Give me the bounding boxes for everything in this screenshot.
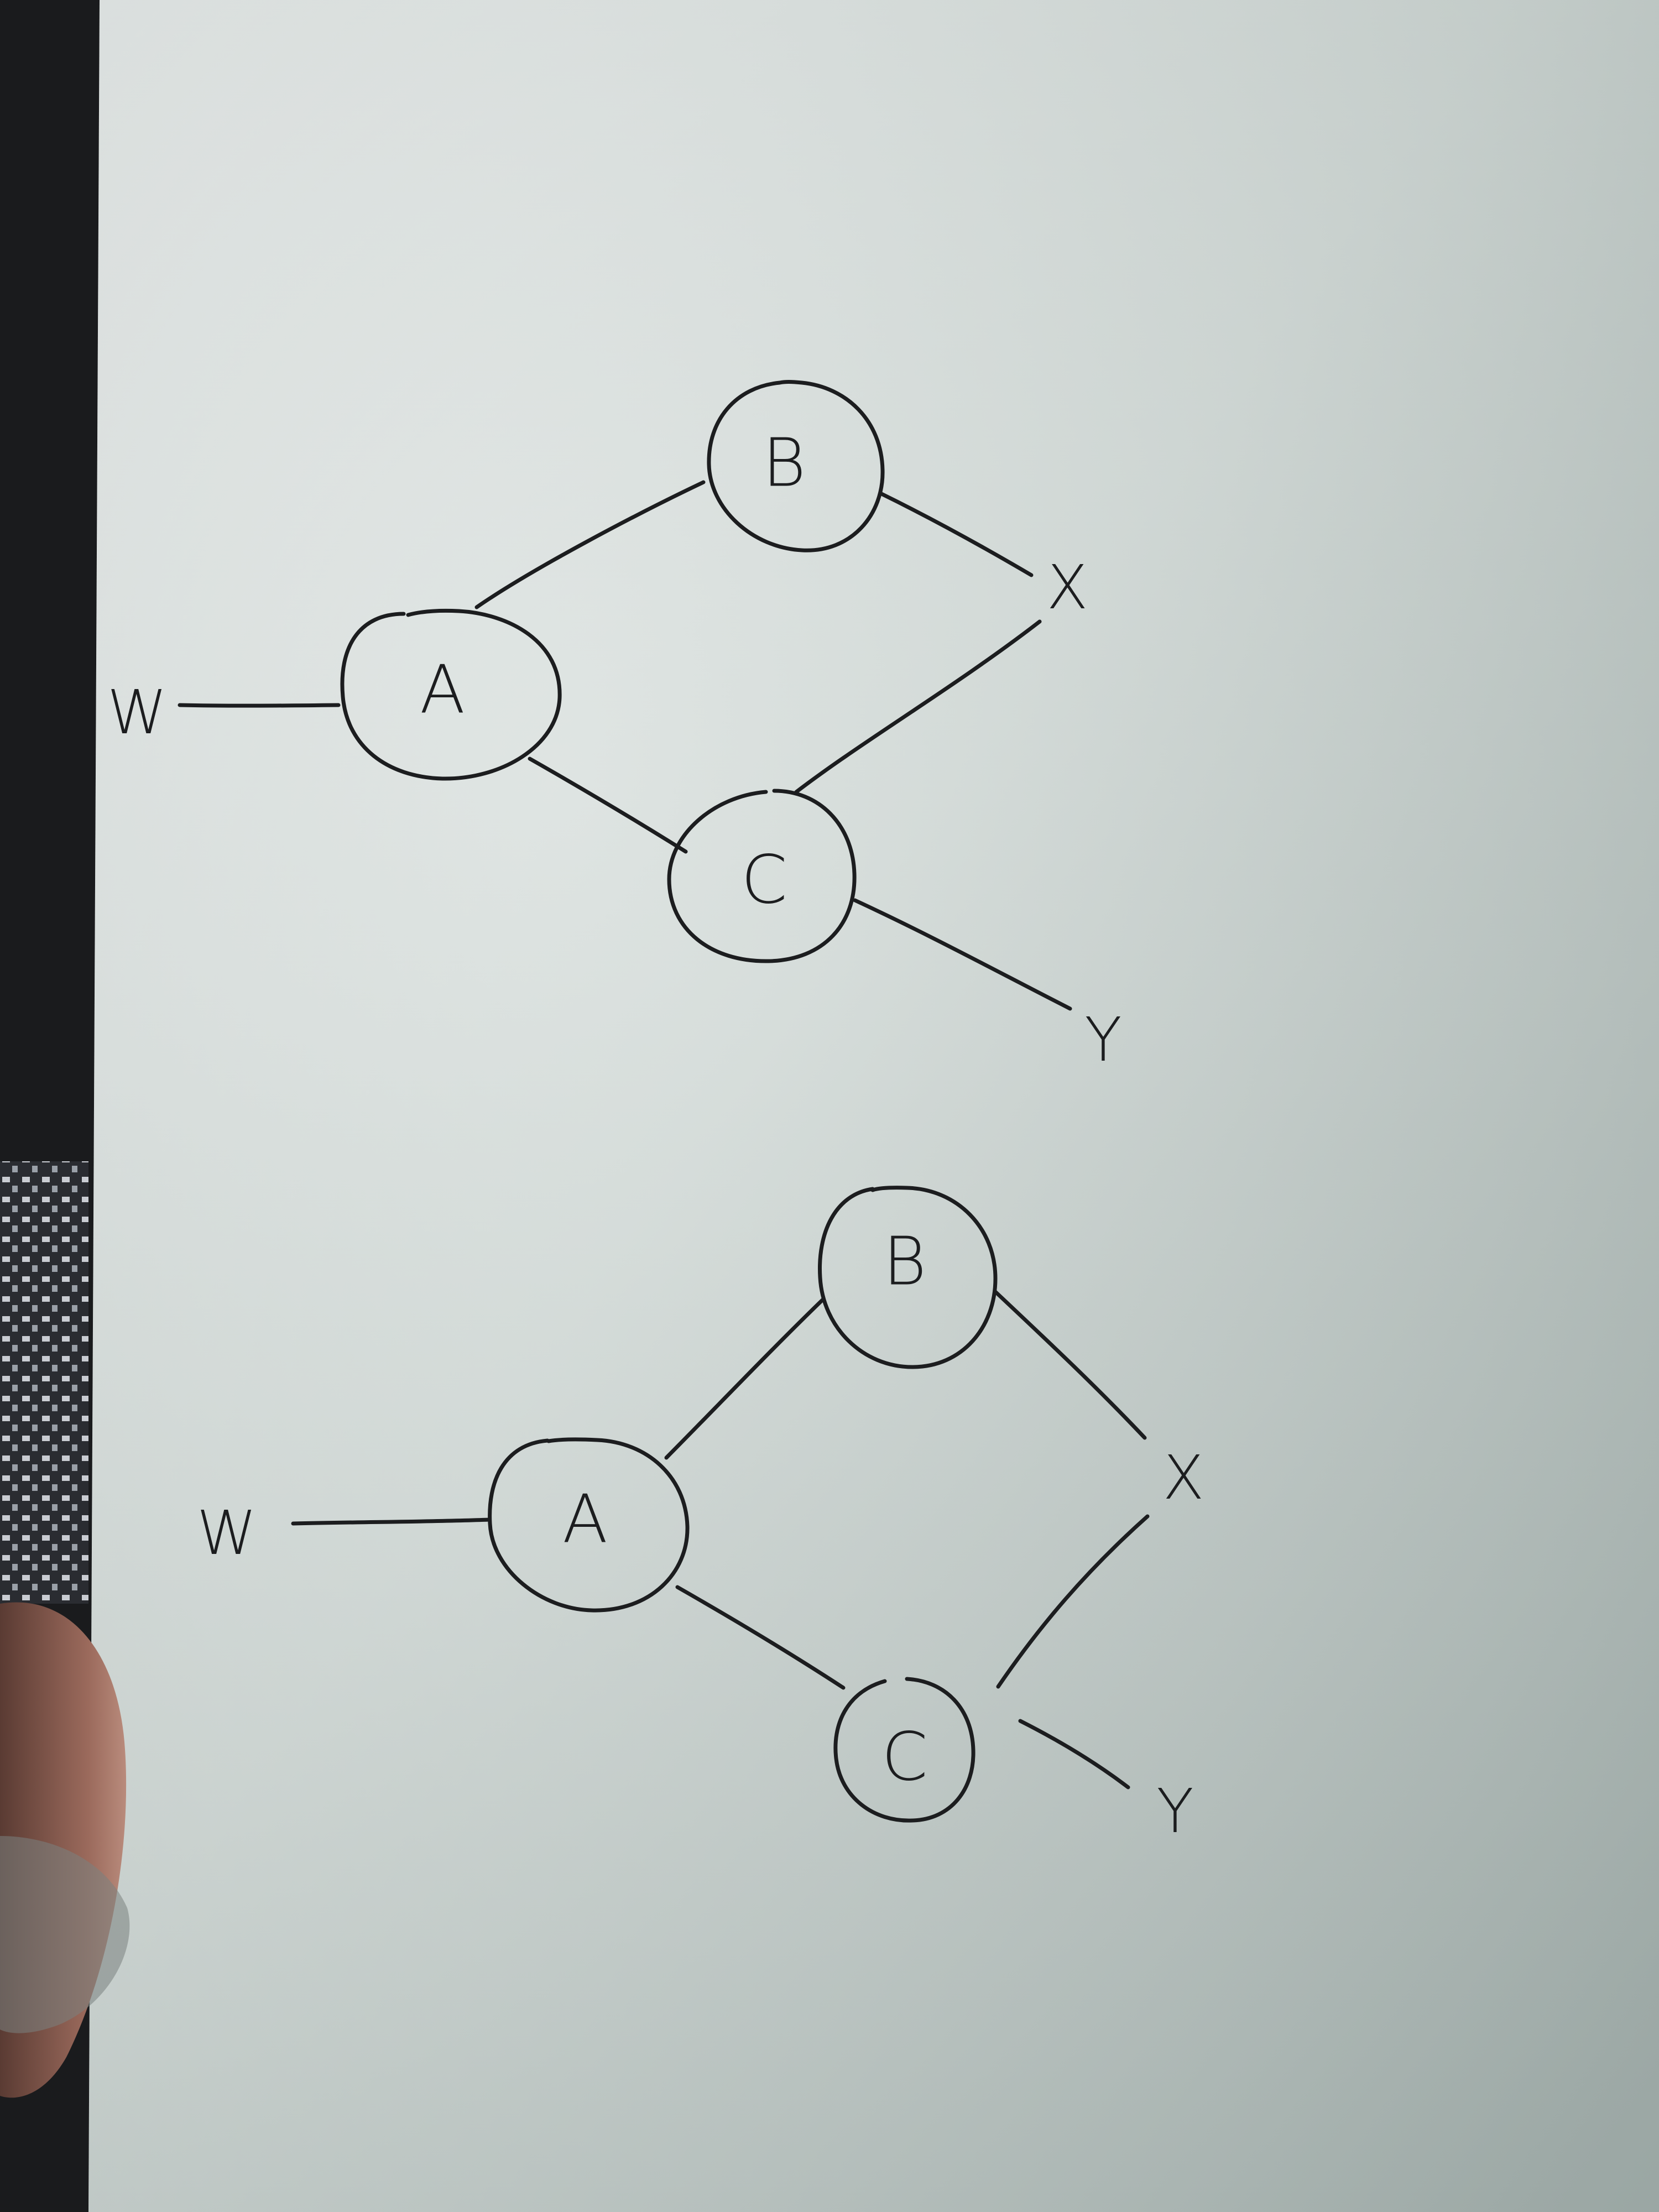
- terminal-y: Y: [1084, 1004, 1121, 1075]
- edge-b-x-2: [993, 1290, 1147, 1440]
- node-a-2: A: [488, 1437, 690, 1613]
- node-a: A: [340, 608, 562, 781]
- edge-w-a: [178, 703, 341, 708]
- edge-c-x: [794, 619, 1042, 794]
- node-b: B: [707, 380, 885, 552]
- edge-c-y-2: [1018, 1719, 1130, 1790]
- terminal-y-2: Y: [1156, 1776, 1193, 1846]
- terminal-x: X: [1046, 552, 1088, 623]
- terminal-w: W: [107, 677, 168, 748]
- edge-a-c-2: [675, 1585, 846, 1690]
- edge-c-x-2: [996, 1514, 1150, 1689]
- paper-shading: [88, 0, 1659, 2212]
- edge-b-x: [878, 491, 1034, 577]
- node-c-2: C: [833, 1677, 975, 1823]
- fabric-background: [0, 1161, 88, 1604]
- node-b-2: B: [817, 1186, 998, 1369]
- edge-w-a-2: [291, 1517, 492, 1526]
- edge-c-y: [853, 898, 1072, 1011]
- node-c-label: C: [741, 842, 787, 919]
- diagram-upper: A B C W X Y: [107, 380, 1122, 1075]
- node-b-label: B: [763, 425, 806, 502]
- edge-a-b: [474, 480, 706, 609]
- terminal-w-2: W: [197, 1498, 257, 1568]
- node-b-2-label: B: [883, 1224, 927, 1301]
- thumbnail: [0, 1836, 130, 2033]
- node-c: C: [667, 789, 857, 963]
- node-c-2-label: C: [881, 1719, 928, 1796]
- terminal-x-2: X: [1162, 1442, 1204, 1513]
- node-a-label: A: [420, 652, 465, 729]
- diagram-lower: A B C W X Y: [197, 1186, 1204, 1846]
- edge-a-b-2: [664, 1297, 825, 1460]
- edge-a-c: [528, 757, 688, 854]
- node-a-2-label: A: [562, 1481, 608, 1558]
